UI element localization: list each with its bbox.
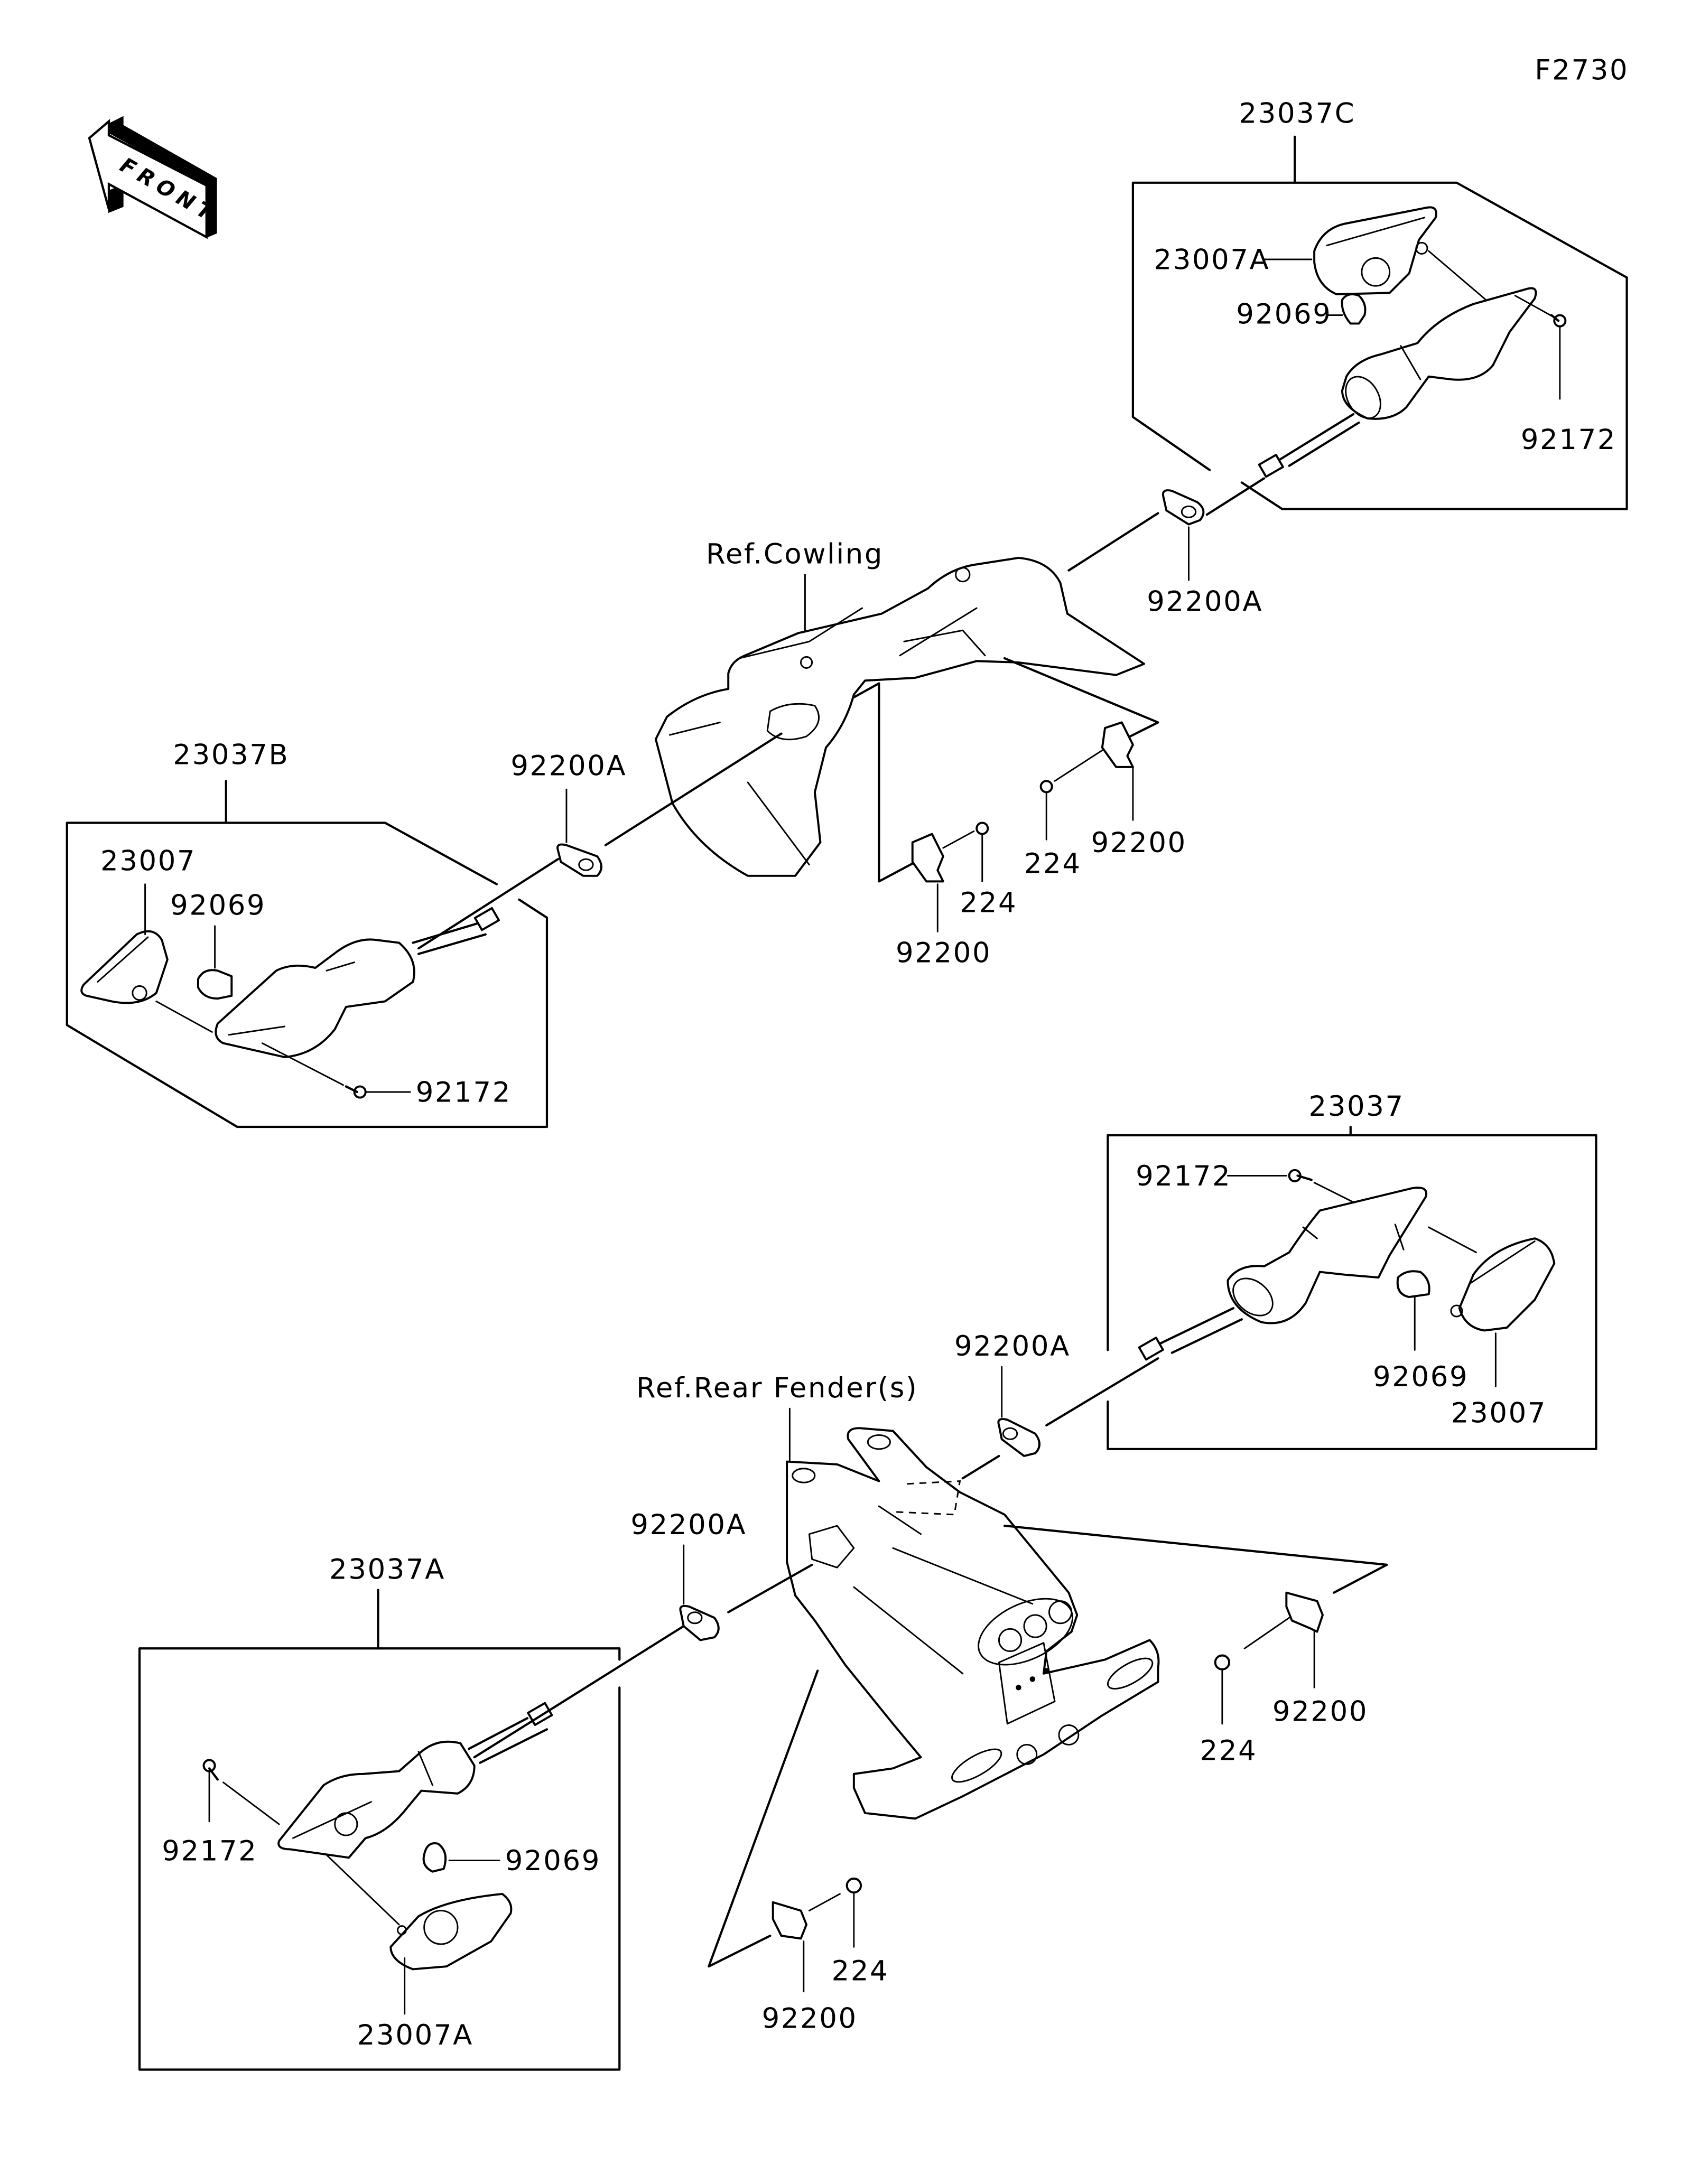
label-bracket-92200-fb[interactable]: 92200 [762, 2002, 858, 2034]
turn-signal-body-lower-right[interactable] [1226, 1187, 1428, 1324]
label-bracket-92200-cl[interactable]: 92200 [896, 937, 991, 969]
label-bulb-92069-ll[interactable]: 92069 [505, 1845, 601, 1877]
connector-upper-left [473, 907, 500, 931]
label-screw-92172-ur[interactable]: 92172 [1521, 424, 1616, 456]
label-grommet-92200a-ur[interactable]: 92200A [1147, 585, 1263, 618]
label-ref-rear-fender[interactable]: Ref.Rear Fender(s) [636, 1372, 918, 1404]
label-screw-92172-ll[interactable]: 92172 [162, 1835, 257, 1868]
turn-signal-body-upper-left[interactable] [215, 938, 415, 1058]
label-lens-23007-ul[interactable]: 23007 [100, 845, 196, 877]
bulb-92069-lower-right[interactable] [1396, 1270, 1430, 1299]
connector-upper-right [1258, 454, 1284, 478]
label-grommet-92200a-ul[interactable]: 92200A [510, 750, 627, 782]
label-lens-23007a-ll[interactable]: 23007A [357, 2019, 473, 2051]
bulb-92069-upper-right[interactable] [1341, 293, 1367, 325]
label-bolt-224-cr[interactable]: 224 [1024, 848, 1082, 880]
label-bracket-92200-fr[interactable]: 92200 [1272, 1696, 1368, 1728]
turn-signal-body-upper-right[interactable] [1339, 287, 1537, 424]
bulb-92069-upper-left[interactable] [197, 969, 233, 1000]
label-lens-23007a-ur[interactable]: 23007A [1154, 244, 1270, 276]
lens-23007a-lower-left[interactable] [389, 1892, 513, 1971]
screw-92172-upper-left[interactable] [345, 1085, 367, 1099]
grommet-92200a-upper-left[interactable] [556, 843, 602, 877]
bracket-92200-fender-right[interactable] [1285, 1591, 1324, 1633]
label-ref-cowling[interactable]: Ref.Cowling [706, 538, 884, 571]
bracket-92200-fender-bottom[interactable] [772, 1901, 808, 1940]
bolt-224-cowling-right[interactable] [1039, 780, 1053, 794]
label-grommet-92200a-lr[interactable]: 92200A [954, 1330, 1071, 1362]
label-assembly-23037[interactable]: 23037 [1309, 1090, 1405, 1123]
grommet-92200a-lower-left[interactable] [679, 1604, 720, 1641]
lens-23007-upper-left[interactable] [80, 930, 169, 1004]
cowling-shape[interactable] [654, 556, 1145, 877]
lens-23007-lower-right[interactable] [1450, 1237, 1556, 1332]
cowling-fasteners: 92200 224 92200 224 [852, 657, 1187, 969]
bolt-224-fender-bottom[interactable] [846, 1877, 862, 1894]
screw-92172-lower-right[interactable] [1288, 1169, 1313, 1182]
label-bulb-92069-ul[interactable]: 92069 [170, 890, 266, 922]
label-assembly-23037c[interactable]: 23037C [1239, 97, 1356, 129]
label-assembly-23037a[interactable]: 23037A [329, 1553, 445, 1585]
assembly-23037c: 23037C 23007A 92069 [1067, 97, 1628, 618]
label-screw-92172-ul[interactable]: 92172 [416, 1076, 512, 1108]
bulb-92069-lower-left[interactable] [422, 1842, 447, 1873]
assembly-23037b: 23037B 23007 92069 9217 [66, 732, 783, 1128]
front-arrow-icon: FRONT [88, 116, 223, 239]
label-bulb-92069-lr[interactable]: 92069 [1373, 1361, 1469, 1393]
connector-lower-right [1138, 1337, 1164, 1361]
bracket-92200-cowling-left[interactable] [911, 833, 944, 883]
figure-id: F2730 [1535, 54, 1629, 86]
rear-fender: Ref.Rear Fender(s) [636, 1372, 1160, 1820]
bracket-92200-cowling-right[interactable] [1101, 721, 1134, 768]
label-bolt-224-cl[interactable]: 224 [960, 886, 1018, 919]
assembly-23037: 23037 92172 92069 [954, 1090, 1597, 1480]
turn-signal-body-lower-left[interactable] [277, 1740, 476, 1859]
label-bulb-92069-ur[interactable]: 92069 [1236, 298, 1332, 330]
assembly-23037a: 23037A 92172 92069 [138, 1509, 813, 2071]
screw-92172-lower-left[interactable] [202, 1759, 219, 1781]
bolt-224-fender-right[interactable] [1214, 1654, 1231, 1670]
label-screw-92172-lr[interactable]: 92172 [1136, 1160, 1231, 1192]
rear-fender-shape[interactable] [786, 1427, 1160, 1820]
label-bolt-224-fb[interactable]: 224 [832, 1955, 889, 1987]
label-grommet-92200a-ll[interactable]: 92200A [630, 1509, 747, 1541]
fender-fasteners: 92200 224 92200 224 [708, 1524, 1388, 2034]
bolt-224-cowling-left[interactable] [975, 822, 989, 835]
cowling: Ref.Cowling [654, 538, 1145, 877]
lens-23007a-upper-right[interactable] [1313, 206, 1437, 295]
label-lens-23007-lr[interactable]: 23007 [1451, 1397, 1547, 1430]
label-assembly-23037b[interactable]: 23037B [173, 739, 289, 771]
label-bolt-224-fr[interactable]: 224 [1200, 1734, 1258, 1767]
label-bracket-92200-cr[interactable]: 92200 [1091, 827, 1187, 859]
